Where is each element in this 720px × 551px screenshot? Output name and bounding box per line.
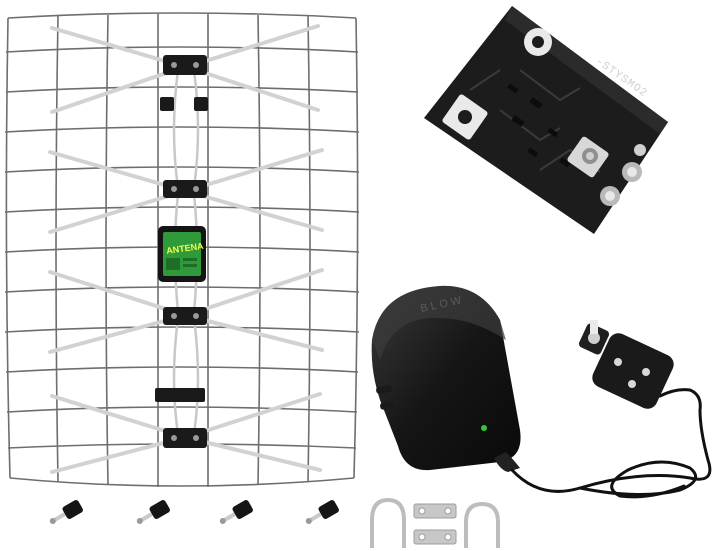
- antenna-elements: [48, 24, 324, 474]
- amplifier-pcb: [424, 6, 668, 234]
- mounting-bolts: [49, 500, 339, 524]
- boom-clamps: [155, 55, 208, 448]
- power-separator: [578, 320, 674, 409]
- clamp-plates: [413, 503, 457, 545]
- power-cable: [510, 388, 712, 499]
- u-bolts: [370, 497, 500, 548]
- antenna-amplifier-box: [158, 226, 206, 282]
- power-supply: [371, 285, 521, 472]
- antenna-grid: [4, 12, 360, 487]
- clamp-screws: [171, 62, 199, 441]
